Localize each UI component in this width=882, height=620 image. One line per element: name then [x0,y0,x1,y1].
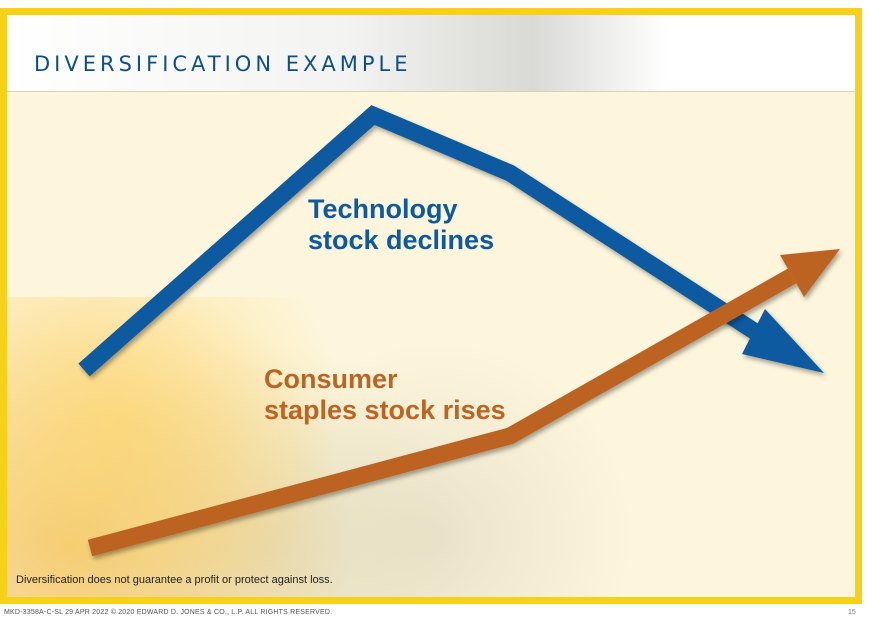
slide-frame: DIVERSIFICATION EXAMPLE Technology stock… [0,8,862,604]
consumer-label-line1: Consumer [264,364,398,394]
technology-arrowhead [742,309,824,373]
footer-code: MKD-3358A-C-SL 29 APR 2022 © 2020 EDWARD… [4,609,333,616]
technology-label: Technology stock declines [308,194,494,256]
consumer-arrowhead [780,249,840,297]
consumer-line [87,268,797,557]
slide-title: DIVERSIFICATION EXAMPLE [34,52,412,76]
consumer-label: Consumer staples stock rises [264,364,506,426]
technology-label-line2: stock declines [308,225,495,255]
title-band: DIVERSIFICATION EXAMPLE [7,15,855,92]
consumer-label-line2: staples stock rises [264,395,506,425]
technology-label-line1: Technology [308,194,458,224]
diversification-diagram [78,105,840,557]
disclaimer: Diversification does not guarantee a pro… [16,574,333,586]
technology-line [78,105,762,377]
page-number: 15 [848,609,856,616]
consumer-arrow [87,249,840,557]
technology-arrow [78,105,824,377]
